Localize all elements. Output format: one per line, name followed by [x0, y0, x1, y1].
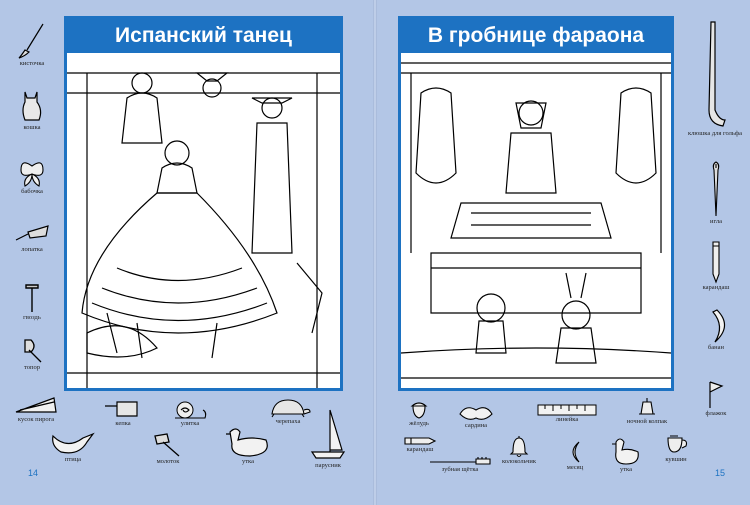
teapot-icon — [667, 435, 688, 453]
find-item-pot[interactable]: кепка — [98, 398, 148, 427]
duck-icon — [226, 428, 268, 457]
find-item-pencil[interactable]: карандаш — [691, 240, 741, 291]
find-item-bird[interactable]: птица — [46, 428, 100, 463]
acorn-icon — [410, 402, 428, 419]
find-item-cat[interactable]: кошка — [6, 88, 58, 131]
find-item-hammer[interactable]: молоток — [143, 432, 193, 465]
pot-icon — [105, 401, 138, 417]
left-puzzle-panel: Испанский танец — [64, 16, 343, 391]
flag-icon — [709, 381, 724, 408]
find-item-lips[interactable]: сардина — [451, 404, 501, 429]
toothbrush-icon — [430, 457, 491, 465]
spanish-dance-illustration — [67, 72, 340, 388]
duck-icon — [612, 438, 639, 465]
hockey-stick-icon — [708, 21, 726, 127]
cat-icon — [22, 91, 42, 121]
left-page: Испанский танец — [6, 16, 356, 478]
right-page: В гробнице фараона — [375, 0, 750, 505]
find-item-nail[interactable]: гвоздь — [6, 282, 58, 321]
find-item-flag[interactable]: флажок — [693, 380, 739, 417]
find-item-sailboat[interactable]: парусник — [300, 408, 356, 469]
right-page-number: 15 — [715, 468, 726, 478]
axe-icon — [24, 339, 42, 363]
nail-icon — [25, 284, 39, 312]
bird-icon — [52, 432, 95, 454]
needle-icon — [712, 161, 720, 217]
find-item-crayon[interactable]: карандаш — [395, 436, 445, 453]
find-item-hat[interactable]: ночной колпак — [615, 396, 679, 425]
butterfly-icon — [20, 162, 44, 187]
find-item-needle[interactable]: игла — [693, 160, 739, 225]
find-item-brush[interactable]: кисточка — [6, 22, 58, 67]
find-item-teapot[interactable]: кувшин — [653, 430, 699, 463]
trowel-icon — [15, 225, 49, 241]
right-puzzle-panel: В гробнице фараона — [398, 16, 674, 391]
find-item-toothbrush[interactable]: зубная щётка — [425, 456, 495, 473]
find-item-moon[interactable]: месяц — [555, 440, 595, 471]
find-item-ruler[interactable]: линейка — [535, 404, 599, 423]
find-item-turtle[interactable]: черепаха — [258, 398, 318, 425]
sailboat-icon — [310, 409, 346, 459]
find-item-bell[interactable]: колокольчик — [491, 434, 547, 465]
hammer-icon — [154, 433, 180, 457]
find-item-duck-small[interactable]: утка — [601, 436, 651, 473]
book-spine — [373, 0, 377, 505]
left-page-number: 14 — [28, 468, 39, 478]
banana-icon — [712, 309, 726, 343]
lips-icon — [459, 407, 493, 420]
find-item-pie-slice[interactable]: кусок пирога — [8, 394, 64, 423]
pharaoh-tomb-illustration — [401, 62, 671, 379]
find-item-duck[interactable]: утка — [220, 426, 276, 465]
bell-icon — [509, 436, 529, 458]
find-item-banana[interactable]: банан — [693, 308, 739, 351]
pencil-icon — [712, 241, 720, 284]
pie-slice-icon — [15, 397, 57, 413]
hat-icon — [639, 398, 655, 415]
find-item-trowel[interactable]: лопатка — [6, 222, 58, 253]
turtle-icon — [271, 399, 311, 418]
brush-icon — [18, 23, 44, 59]
ruler-icon — [537, 404, 597, 416]
find-item-hockey-stick[interactable]: клюшка для гольфа — [685, 20, 745, 137]
moon-icon — [572, 441, 580, 463]
left-panel-title: Испанский танец — [67, 19, 340, 53]
crayon-icon — [404, 437, 437, 445]
right-panel-title: В гробнице фараона — [401, 19, 671, 53]
find-item-butterfly[interactable]: бабочка — [6, 158, 58, 195]
find-item-snail[interactable]: улитка — [165, 400, 215, 427]
snail-icon — [175, 401, 207, 419]
find-item-acorn[interactable]: жёлудь — [395, 400, 443, 427]
find-item-axe[interactable]: топор — [6, 336, 58, 371]
